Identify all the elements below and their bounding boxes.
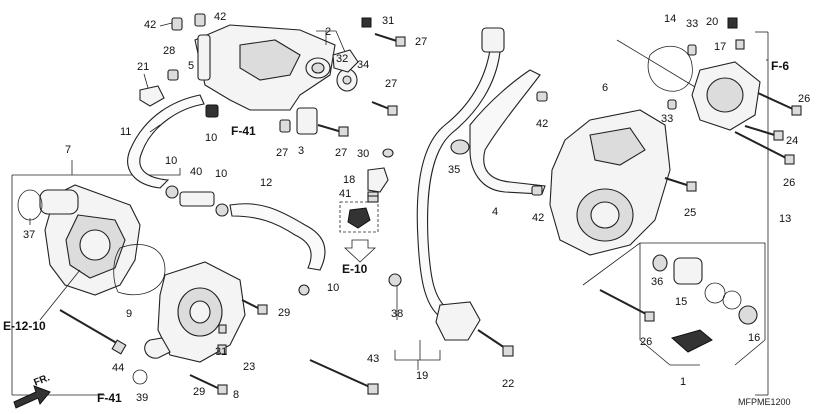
gasket-9 <box>113 244 166 296</box>
part-label-21: 21 <box>137 61 150 73</box>
part-label-13: 13 <box>779 213 792 225</box>
thermostat-housing <box>194 24 336 115</box>
small-parts <box>139 17 406 355</box>
crankcase-cover-6 <box>549 109 671 256</box>
part-label-8: 8 <box>233 389 240 401</box>
part-label-17: 17 <box>714 41 727 53</box>
part-label-5: 5 <box>188 60 195 72</box>
part-label-31b: 31 <box>215 346 228 358</box>
joint-40 <box>165 185 229 217</box>
part-label-2: 2 <box>325 26 332 38</box>
bolts-right <box>599 92 802 322</box>
pipe-19 <box>416 27 505 341</box>
grommet-35 <box>450 139 470 155</box>
collar-42-d <box>194 13 206 27</box>
e10-arrow-shape <box>343 239 377 263</box>
part-label-26b: 26 <box>783 177 796 189</box>
sensor-18 <box>367 167 389 203</box>
part-label-18: 18 <box>343 174 356 186</box>
part-label-44: 44 <box>112 362 125 374</box>
bracket-4 <box>469 69 546 195</box>
part-label-6: 6 <box>602 82 609 94</box>
part-label-11: 11 <box>120 126 132 138</box>
water-pump-cover <box>39 184 141 296</box>
bolt-43 <box>309 359 379 395</box>
front-arrow <box>13 385 51 409</box>
part-label-33a: 33 <box>686 18 699 30</box>
part-label-26a: 26 <box>798 93 811 105</box>
part-label-42c: 42 <box>536 118 549 130</box>
seal-set <box>652 254 758 353</box>
part-label-30: 30 <box>357 148 370 160</box>
part-label-42d: 42 <box>532 212 545 224</box>
part-label-41: 41 <box>339 188 352 200</box>
part-label-28: 28 <box>163 45 176 57</box>
group-19-frame <box>394 350 441 370</box>
part-label-27d: 27 <box>335 147 348 159</box>
ref-f6: F-6 <box>771 59 789 73</box>
part-label-1: 1 <box>680 376 687 388</box>
part-label-29b: 29 <box>193 386 206 398</box>
part-label-39: 39 <box>136 392 149 404</box>
thermo-unit-41 <box>339 201 379 233</box>
part-label-10a: 10 <box>205 132 218 144</box>
bolt-44 <box>59 309 127 355</box>
part-label-42a: 42 <box>144 19 157 31</box>
part-label-34: 34 <box>357 59 370 71</box>
part-label-31a: 31 <box>382 15 395 27</box>
group-1-frame <box>639 242 766 366</box>
part-label-40: 40 <box>190 166 203 178</box>
part-label-27b: 27 <box>385 78 398 90</box>
part-label-9: 9 <box>126 308 133 320</box>
part-label-3: 3 <box>298 145 305 157</box>
collar-42-b <box>531 185 543 196</box>
ref-f41-bottom: F-41 <box>97 391 122 405</box>
part-label-36: 36 <box>651 276 664 288</box>
pulse-cover <box>647 17 761 131</box>
part-label-14: 14 <box>664 13 677 25</box>
water-pump-group-frame <box>11 160 181 396</box>
part-label-15: 15 <box>675 296 688 308</box>
collar-42-c <box>171 17 183 31</box>
part-label-29a: 29 <box>278 307 291 319</box>
part-label-4: 4 <box>492 206 499 218</box>
ref-e1210: E-12-10 <box>3 319 46 333</box>
part-label-42b: 42 <box>214 11 227 23</box>
part-label-10b: 10 <box>165 155 178 167</box>
part-label-33b: 33 <box>661 113 674 125</box>
part-label-7: 7 <box>65 144 72 156</box>
part-label-10d: 10 <box>327 282 340 294</box>
part-label-24: 24 <box>786 135 799 147</box>
part-label-37: 37 <box>23 229 36 241</box>
water-pump-body <box>144 261 246 363</box>
part-label-23: 23 <box>243 361 256 373</box>
part-label-38: 38 <box>391 308 404 320</box>
collar-42-a <box>536 91 548 102</box>
part-label-19: 19 <box>416 370 429 382</box>
leader-lines <box>29 22 768 360</box>
o-ring-39 <box>132 369 148 385</box>
part-label-10c: 10 <box>215 168 228 180</box>
part-label-32: 32 <box>336 53 349 65</box>
part-label-27c: 27 <box>276 147 289 159</box>
part-label-25: 25 <box>684 207 697 219</box>
part-label-16: 16 <box>748 332 761 344</box>
part-label-26c: 26 <box>640 336 653 348</box>
part-label-12: 12 <box>260 177 273 189</box>
diagram-code: MFPME1200 <box>738 397 791 407</box>
part-label-35: 35 <box>448 164 461 176</box>
hose-12 <box>229 203 326 271</box>
ref-e10: E-10 <box>342 262 368 276</box>
part-label-43: 43 <box>367 353 380 365</box>
part-label-20: 20 <box>706 16 719 28</box>
bolt-22 <box>477 329 514 357</box>
o-ring-37-shape <box>17 189 43 221</box>
part-label-27a: 27 <box>415 36 428 48</box>
bolts-29 <box>189 299 268 395</box>
ref-f41-top: F-41 <box>231 124 256 138</box>
part-label-22: 22 <box>502 378 515 390</box>
hose-11 <box>127 94 205 189</box>
